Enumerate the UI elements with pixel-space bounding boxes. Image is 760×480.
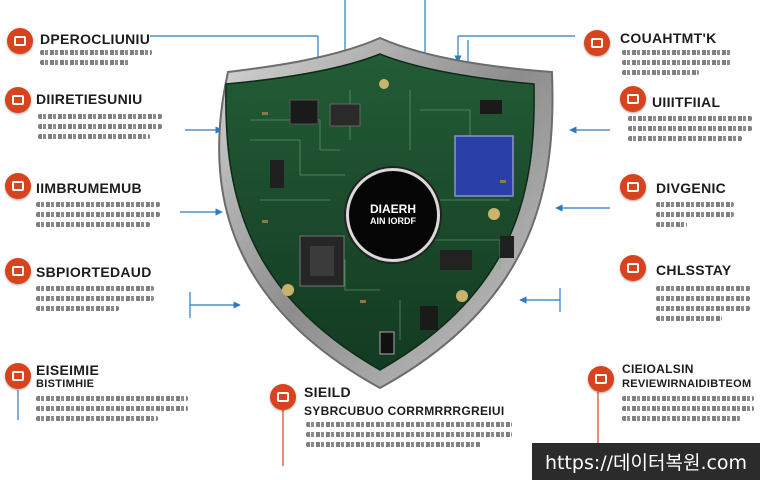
callout-title-right-2: UIIITFIIAL <box>652 94 721 110</box>
alert-icon <box>5 173 31 199</box>
callout-title-top-left: DPEROCLIUNIU <box>40 31 151 47</box>
alert-icon <box>620 86 646 112</box>
callout-title-left-2: DIIRETIESUNIU <box>36 91 143 107</box>
callout-subtitle-bottom-right: REVIEWIRNAIDIBTEOM <box>622 378 752 390</box>
callout-text-bottom-center <box>306 422 512 452</box>
callout-text-left-4 <box>36 286 154 316</box>
shield-center-badge: DIAERH AIN IORDF <box>346 168 440 262</box>
callout-title-top-right: COUAHTMT'K <box>620 30 717 46</box>
callout-title-bottom-right: CIEIOALSIN <box>622 362 694 376</box>
alert-icon <box>584 30 610 56</box>
alert-icon <box>7 28 33 54</box>
callout-title-bottom-center: SIEILD <box>304 384 351 400</box>
callout-text-left-2 <box>38 114 162 144</box>
callout-title-left-3: IIMBRUMEMUB <box>36 180 142 196</box>
callout-text-bottom-left <box>36 396 188 426</box>
watermark-url: https://데이터복원.com <box>532 443 760 480</box>
callout-text-right-2 <box>628 116 752 146</box>
callout-text-right-3 <box>656 202 734 232</box>
callout-title-left-4: SBPIORTEDAUD <box>36 264 152 280</box>
callout-subtitle-bottom-left: BISTIMHIE <box>36 378 95 390</box>
callout-title-right-3: DIVGENIC <box>656 180 727 196</box>
shield-label-line2: AIN IORDF <box>370 216 416 226</box>
alert-icon <box>588 366 614 392</box>
alert-icon <box>5 87 31 113</box>
alert-icon <box>5 258 31 284</box>
callout-title-bottom-left: EISEIMIE <box>36 362 100 378</box>
callout-text-top-right <box>622 50 732 80</box>
callout-text-bottom-right <box>622 396 754 426</box>
alert-icon <box>270 384 296 410</box>
alert-icon <box>620 174 646 200</box>
callout-text-top-left <box>40 50 152 70</box>
callout-text-right-4 <box>656 286 750 326</box>
alert-icon <box>620 255 646 281</box>
alert-icon <box>5 363 31 389</box>
callout-title-right-4: CHLSSTAY <box>656 262 732 278</box>
shield-label-line1: DIAERH <box>369 202 416 216</box>
callout-text-left-3 <box>36 202 160 232</box>
callout-subtitle-bottom-center: SYBRCUBUO CORRMRRRGREIUI <box>304 404 505 418</box>
